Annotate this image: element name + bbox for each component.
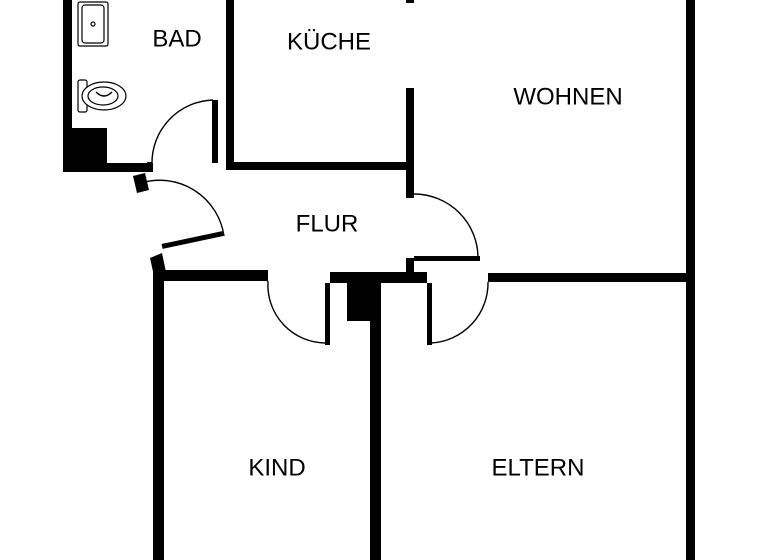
room-label-bad: BAD [152,25,201,52]
toilet-icon [77,79,127,113]
door-leaf-eltern [427,283,432,345]
wall-kind-eltern [370,272,381,560]
wall-eltern-top [370,272,427,283]
door-leaf-entrance [161,231,224,249]
door-swing-wohnen [413,193,479,259]
wall-kueche-bottom [226,162,414,170]
room-label-kueche: KÜCHE [287,28,371,55]
wall-bad-left [63,0,72,172]
wall-kind-top [153,270,268,281]
door-swing-eltern [430,281,489,344]
wall-kueche-wohnen [406,88,414,198]
room-label-wohnen: WOHNEN [513,83,622,110]
door-swings [140,99,489,344]
door-leaf-kind [325,283,330,345]
room-labels: BAD KÜCHE WOHNEN FLUR KIND ELTERN [152,25,622,481]
room-label-flur: FLUR [296,210,359,237]
door-swing-entrance [140,179,225,237]
wall-kind-left [153,270,164,560]
walls [63,0,695,560]
wall-bad-door-jamb [212,100,218,163]
wall-flur-stub [406,258,414,278]
door-leaf-bad [147,162,152,167]
room-label-kind: KIND [248,454,305,481]
wall-bad-kueche [226,0,234,166]
room-label-eltern: ELTERN [492,454,585,481]
bathroom-fixtures [77,1,127,113]
wall-eltern-top-right [488,273,498,282]
wall-bad-bottom [63,163,153,172]
door-swing-kind [267,280,327,344]
door-swing-bad [151,99,214,166]
sink-icon [77,1,109,47]
door-leaf-wohnen [414,256,480,261]
wall-center-column [347,283,372,321]
wall-wohnen-bottom [488,273,695,282]
wall-kueche-wohnen-top [406,0,414,3]
